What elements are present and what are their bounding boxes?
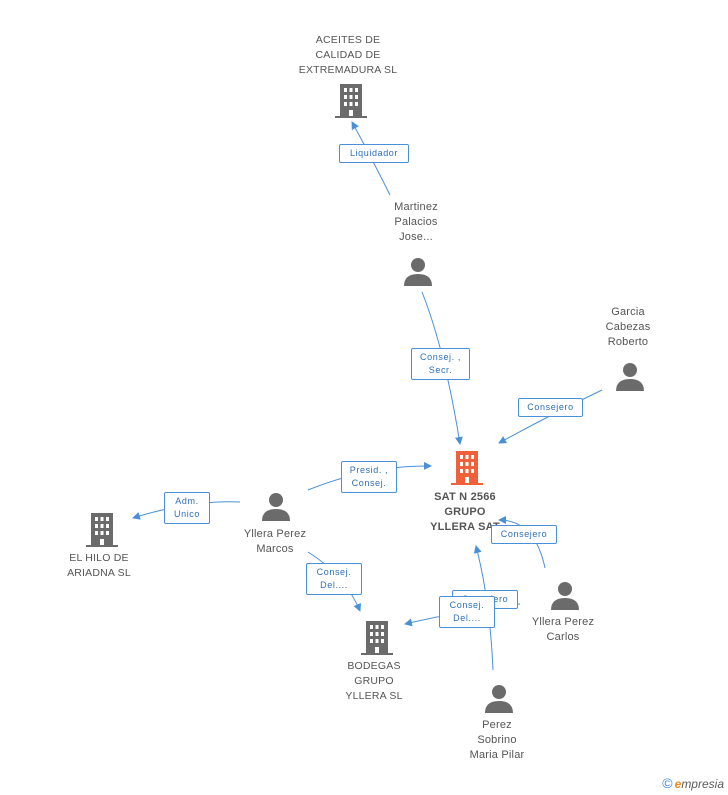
- node-label-garcia[interactable]: Garcia Cabezas Roberto: [605, 306, 651, 348]
- node-label-carlos[interactable]: Yllera Perez Carlos: [531, 616, 595, 643]
- node-label-bodegas[interactable]: BODEGAS GRUPO YLLERA SL: [345, 660, 403, 702]
- node-label-martinez[interactable]: Martinez Palacios Jose...: [394, 201, 438, 243]
- copyright-icon: ©: [662, 775, 673, 791]
- edge-label-consej-del-marcos: Consej. Del....: [306, 563, 362, 595]
- footer-brand[interactable]: ©empresia: [662, 775, 724, 791]
- edge-label-adm-unico: Adm. Unico: [164, 492, 210, 524]
- building-icon[interactable]: [86, 513, 118, 547]
- edge-label-liquidador: Liquidador: [339, 144, 409, 163]
- person-icon[interactable]: [261, 491, 291, 521]
- person-icon[interactable]: [403, 256, 433, 286]
- edge-label-consej-del-pilar: Consej. Del....: [439, 596, 495, 628]
- building-icon[interactable]: [361, 621, 393, 655]
- node-label-pilar[interactable]: Perez Sobrino Maria Pilar: [469, 719, 525, 761]
- edge-label-consej-secr: Consej. , Secr.: [411, 348, 470, 380]
- node-label-hilo[interactable]: EL HILO DE ARIADNA SL: [67, 552, 131, 579]
- brand-logo: empresia: [674, 777, 724, 791]
- edge-label-consejero-garcia: Consejero: [518, 398, 583, 417]
- building-icon[interactable]: [335, 84, 367, 118]
- node-label-marcos[interactable]: Yllera Perez Marcos: [243, 528, 307, 555]
- edge-label-consejero-carlos: Consejero: [491, 525, 557, 544]
- building-main-icon[interactable]: [451, 451, 483, 485]
- person-icon[interactable]: [484, 683, 514, 713]
- node-label-aceites[interactable]: ACEITES DE CALIDAD DE EXTREMADURA SL: [298, 34, 398, 76]
- person-icon[interactable]: [615, 361, 645, 391]
- edge-label-presid-consej: Presid. , Consej.: [341, 461, 397, 493]
- person-icon[interactable]: [550, 580, 580, 610]
